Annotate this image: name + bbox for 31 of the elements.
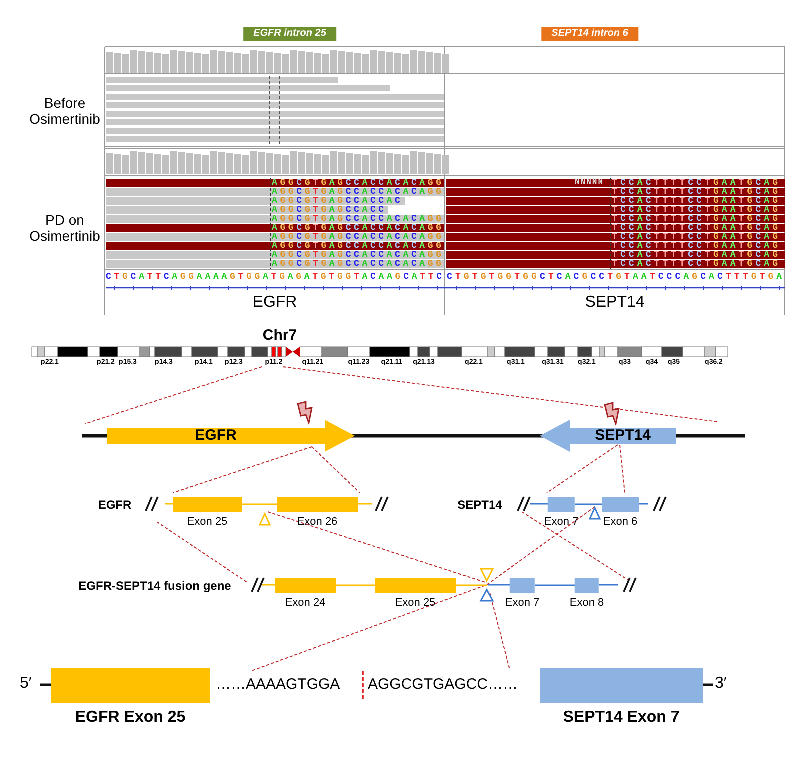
gene-name: EGFR xyxy=(252,295,298,311)
gene-label: EGFR xyxy=(195,428,237,443)
row-label: Before Osimertinib xyxy=(28,95,102,128)
exon-label: Exon 7 xyxy=(505,597,540,609)
junction-sequence: ……AAAAGTGGA xyxy=(216,677,340,692)
row-label: PD on Osimertinib xyxy=(28,212,102,244)
exon-label: Exon 6 xyxy=(603,516,638,528)
gene-name: SEPT14 xyxy=(458,499,502,511)
intron-tag: EGFR intron 25 xyxy=(244,27,336,41)
exon-label: Exon 25 xyxy=(187,516,228,528)
intron-line xyxy=(535,584,575,586)
chromosome-label: Chr7 xyxy=(262,328,298,343)
exon-label: Exon 25 xyxy=(395,597,436,609)
gene-name: EGFR xyxy=(98,499,132,511)
gene-name: SEPT14 xyxy=(585,295,645,311)
intron-line xyxy=(456,584,487,586)
intron-tag: SEPT14 intron 6 xyxy=(542,27,638,41)
intron-line xyxy=(336,584,375,586)
exon-label: Exon 26 xyxy=(297,516,338,528)
gene-name: EGFR-SEPT14 fusion gene xyxy=(78,580,232,592)
exon-label: Exon 8 xyxy=(570,597,604,609)
junction-sequence: AGGCGTGAGCC…… xyxy=(368,677,518,692)
gene-label: SEPT14 xyxy=(595,428,651,443)
strand-end-label: 3′ xyxy=(715,676,727,692)
intron-line xyxy=(242,504,277,506)
exon-label: Exon 24 xyxy=(285,597,326,609)
exon-label: SEPT14 Exon 7 xyxy=(563,709,680,727)
exon-label: EGFR Exon 25 xyxy=(75,709,186,727)
strand-end-label: 5′ xyxy=(20,676,32,692)
intron-line xyxy=(575,504,602,506)
base-sequence: NNNNN xyxy=(575,179,604,187)
